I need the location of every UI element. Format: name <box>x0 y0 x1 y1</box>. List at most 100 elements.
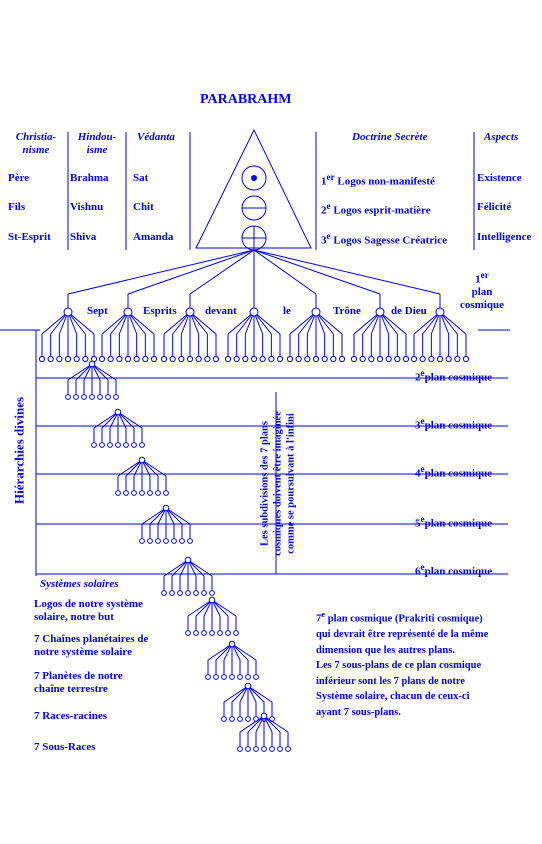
plan-1-label: 1er plan cosmique <box>456 270 508 312</box>
plan-3-num: 3 <box>415 419 421 432</box>
subplan-leaf-circle <box>462 355 470 363</box>
descending-leaf-circle <box>105 394 111 400</box>
descending-fan-line <box>247 685 273 703</box>
row-3-aspect: Intelligence <box>477 231 532 243</box>
systeme-3-line1: 7 Planètes de notre <box>34 670 123 682</box>
descending-leaf-circle <box>169 590 175 596</box>
subplan-fan-line <box>50 311 69 335</box>
spirit-node-circle <box>123 307 133 317</box>
subplan-leaf-circle <box>402 355 410 363</box>
spirit-branch-line <box>127 249 255 295</box>
subplan-fan-line <box>413 311 441 335</box>
subplan-leaf-circle <box>338 355 346 363</box>
row-1-logos-sup: er <box>326 172 335 182</box>
descending-leaf-circle <box>233 630 239 636</box>
descending-fan-line <box>223 685 249 703</box>
descending-leaf-circle <box>123 490 129 496</box>
descending-leaf-circle <box>229 674 235 680</box>
descending-leaf-circle <box>193 630 199 636</box>
descending-leaf-circle <box>139 442 145 448</box>
descending-fan-line <box>231 685 249 703</box>
sept-word-4: le <box>283 305 291 317</box>
descending-fan-line <box>67 363 93 381</box>
descending-leaf-circle <box>185 590 191 596</box>
subplan-leaf-circle <box>212 355 220 363</box>
subplan-fan-line <box>67 311 95 335</box>
plan-2-sup: e <box>420 368 425 378</box>
header-vedanta: Védanta <box>137 131 175 143</box>
subplan-leaf-circle <box>133 355 140 363</box>
subplan-fan-line <box>101 311 129 335</box>
subplan-leaf-circle <box>73 355 80 363</box>
subplan-fan-line <box>439 311 458 335</box>
descending-fan-line <box>187 599 213 617</box>
plan-1-num: 1 <box>475 273 481 286</box>
systeme-1: Logos de notre système solaire, notre bu… <box>34 598 143 623</box>
descending-leaf-circle <box>225 630 231 636</box>
subplan-leaf-circle <box>276 355 284 363</box>
descending-leaf-circle <box>81 394 87 400</box>
plan-7-text-5: inférieur sont les 7 plans de notre <box>316 675 465 687</box>
subplan-leaf-circle <box>160 355 168 363</box>
plan-5-num: 5 <box>415 517 421 530</box>
subplan-fan-line <box>379 311 398 335</box>
row-3-hindou: Shiva <box>70 231 97 243</box>
descending-fan-line <box>91 363 109 381</box>
descending-leaf-circle <box>147 490 153 496</box>
plan-5-sup: e <box>420 514 425 524</box>
subplan-leaf-circle <box>186 355 194 363</box>
row-3-logos-sup: e <box>326 231 331 241</box>
descending-fan-line <box>141 507 167 525</box>
subplan-leaf-circle <box>169 355 176 363</box>
descending-fan-line <box>101 411 119 429</box>
descending-leaf-circle <box>65 394 71 400</box>
subplan-fan-line <box>163 311 191 335</box>
descending-node-circle <box>114 408 122 416</box>
header-christianisme-line1: Christia- <box>15 131 57 143</box>
spirit-branch-line <box>253 249 317 295</box>
row-2-christ: Fils <box>8 201 26 213</box>
systeme-3-line2: chaîne terrestre <box>34 682 108 695</box>
subplan-leaf-circle <box>454 355 461 363</box>
plan-7-line1: 7e plan cosmique (Prakriti cosmique) <box>316 607 488 627</box>
subplan-leaf-circle <box>268 355 275 363</box>
spirit-branch-line <box>67 249 255 295</box>
subplan-fan-line <box>362 311 381 335</box>
descending-fan-line <box>171 559 189 577</box>
subplan-leaf-circle <box>312 355 320 363</box>
subplan-fan-line <box>253 311 272 335</box>
descending-fan-line <box>231 643 249 661</box>
descending-leaf-circle <box>245 674 251 680</box>
plan-7-text-3: dimension que les autres plans. <box>316 644 455 656</box>
spirit-branch-line <box>253 249 381 295</box>
descending-leaf-circle <box>209 630 215 636</box>
descending-leaf-circle <box>229 716 235 722</box>
descending-fan-line <box>231 643 257 661</box>
spirit-branch-line <box>253 249 441 295</box>
systemes-title: Systèmes solaires <box>40 578 119 590</box>
plan-2-text: plan cosmique <box>424 371 493 384</box>
subplan-fan-line <box>353 311 381 335</box>
row-2-logos-num: 2 <box>321 204 327 217</box>
subplan-fan-line <box>41 311 69 335</box>
header-hindouisme-line2: isme <box>86 143 108 156</box>
subplan-fan-line <box>189 311 208 335</box>
descending-node-circle <box>162 504 170 512</box>
plan-2-label: 2eplan cosmique <box>415 368 492 384</box>
sept-word-1: Sept <box>87 305 108 317</box>
descending-leaf-circle <box>237 674 243 680</box>
plan-3-text: plan cosmique <box>424 419 493 432</box>
subplan-leaf-circle <box>98 355 106 363</box>
descending-leaf-circle <box>253 674 259 680</box>
descending-fan-line <box>215 643 233 661</box>
row-2-aspect: Félicité <box>477 201 512 213</box>
subplan-leaf-circle <box>321 355 328 363</box>
subplan-leaf-circle <box>150 355 158 363</box>
subplan-fan-line <box>289 311 317 335</box>
descending-leaf-circle <box>253 746 259 752</box>
plan-4-num: 4 <box>415 467 421 480</box>
sept-word-2: Esprits <box>143 305 177 317</box>
descending-fan-line <box>207 643 233 661</box>
descending-leaf-circle <box>89 394 95 400</box>
subplan-leaf-circle <box>295 355 302 363</box>
